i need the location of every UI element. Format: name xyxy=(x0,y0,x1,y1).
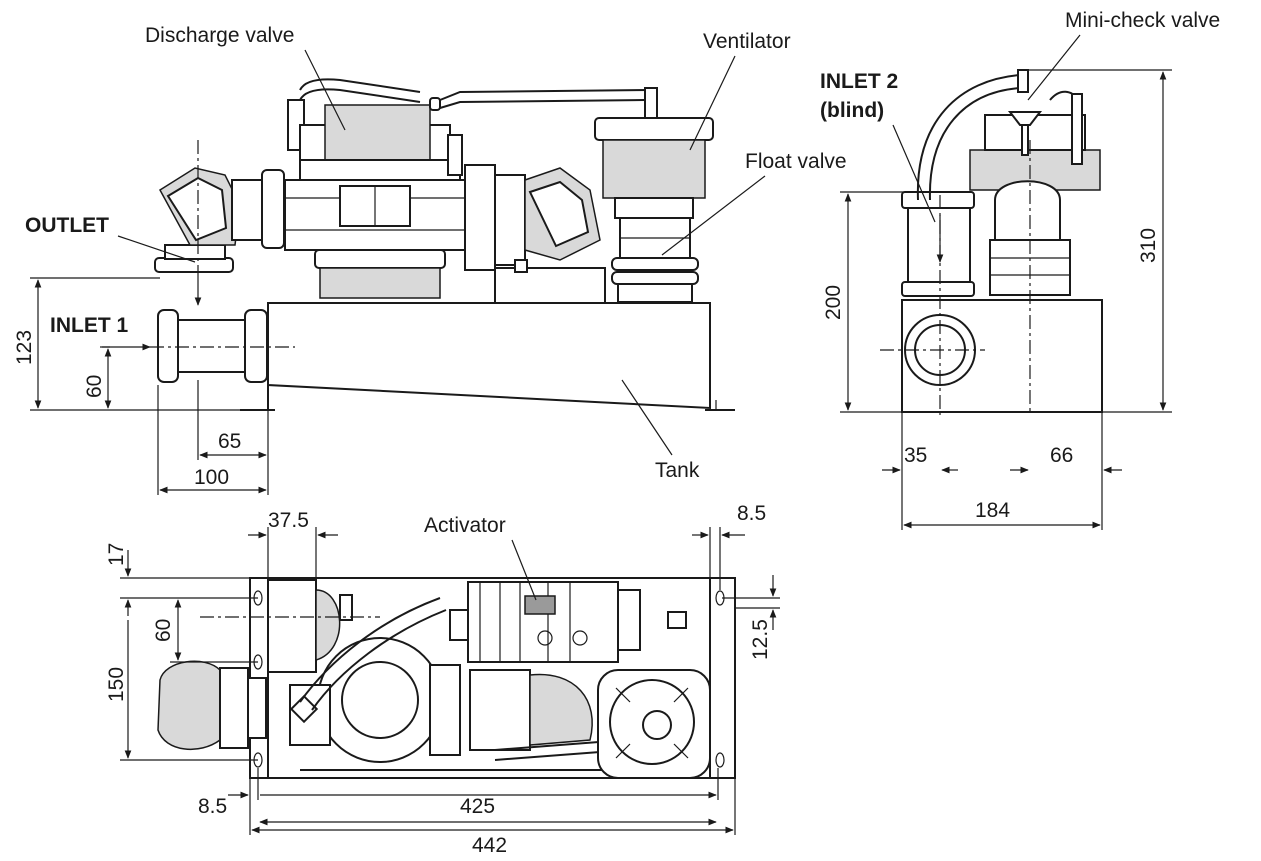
label-activator: Activator xyxy=(424,514,506,537)
front-right-connector xyxy=(464,164,606,304)
dim-65: 65 xyxy=(218,430,241,453)
label-outlet: OUTLET xyxy=(25,214,109,237)
label-mini-check-valve: Mini-check valve xyxy=(1065,9,1220,32)
label-float-valve: Float valve xyxy=(745,150,847,173)
top-dimensions xyxy=(120,527,780,835)
leader-mini-check-valve xyxy=(1027,34,1081,101)
dim-123: 123 xyxy=(13,330,36,365)
side-view xyxy=(880,69,1103,415)
dim-35: 35 xyxy=(904,444,927,467)
dim-37-5: 37.5 xyxy=(268,509,309,532)
dim-17: 17 xyxy=(105,543,128,566)
label-discharge-valve: Discharge valve xyxy=(145,24,294,47)
front-hose xyxy=(299,78,658,119)
dim-100: 100 xyxy=(194,466,229,489)
leader-tank xyxy=(621,379,673,456)
dim-60-top: 60 xyxy=(152,619,175,642)
label-inlet1: INLET 1 xyxy=(50,314,128,337)
dim-310: 310 xyxy=(1137,228,1160,263)
leader-float-valve xyxy=(661,175,766,256)
front-dimensions xyxy=(30,277,269,495)
dim-184: 184 xyxy=(975,499,1010,522)
leader-ventilator xyxy=(689,55,736,151)
front-ventilator xyxy=(594,117,714,303)
front-tank xyxy=(240,302,735,411)
leader-outlet xyxy=(117,235,196,263)
top-view xyxy=(157,577,736,779)
dim-8-5-right: 8.5 xyxy=(737,502,766,525)
front-view xyxy=(150,78,735,411)
dim-8-5-left: 8.5 xyxy=(198,795,227,818)
leader-activator xyxy=(511,539,537,601)
front-inlet1-pipe xyxy=(150,309,295,383)
dim-12-5: 12.5 xyxy=(749,619,772,660)
dim-200: 200 xyxy=(822,285,845,320)
label-ventilator: Ventilator xyxy=(703,30,791,53)
leader-inlet2 xyxy=(892,124,936,223)
front-discharge-valve xyxy=(284,97,476,299)
side-dimensions xyxy=(840,69,1172,530)
label-tank: Tank xyxy=(655,459,700,482)
leader-discharge-valve xyxy=(304,49,346,131)
dim-66: 66 xyxy=(1050,444,1073,467)
dim-150: 150 xyxy=(105,667,128,702)
label-inlet2-line2: (blind) xyxy=(820,99,884,122)
dim-425: 425 xyxy=(460,795,495,818)
dim-442: 442 xyxy=(472,834,507,857)
label-inlet2-line1: INLET 2 xyxy=(820,70,898,93)
dim-60-front: 60 xyxy=(83,375,106,398)
